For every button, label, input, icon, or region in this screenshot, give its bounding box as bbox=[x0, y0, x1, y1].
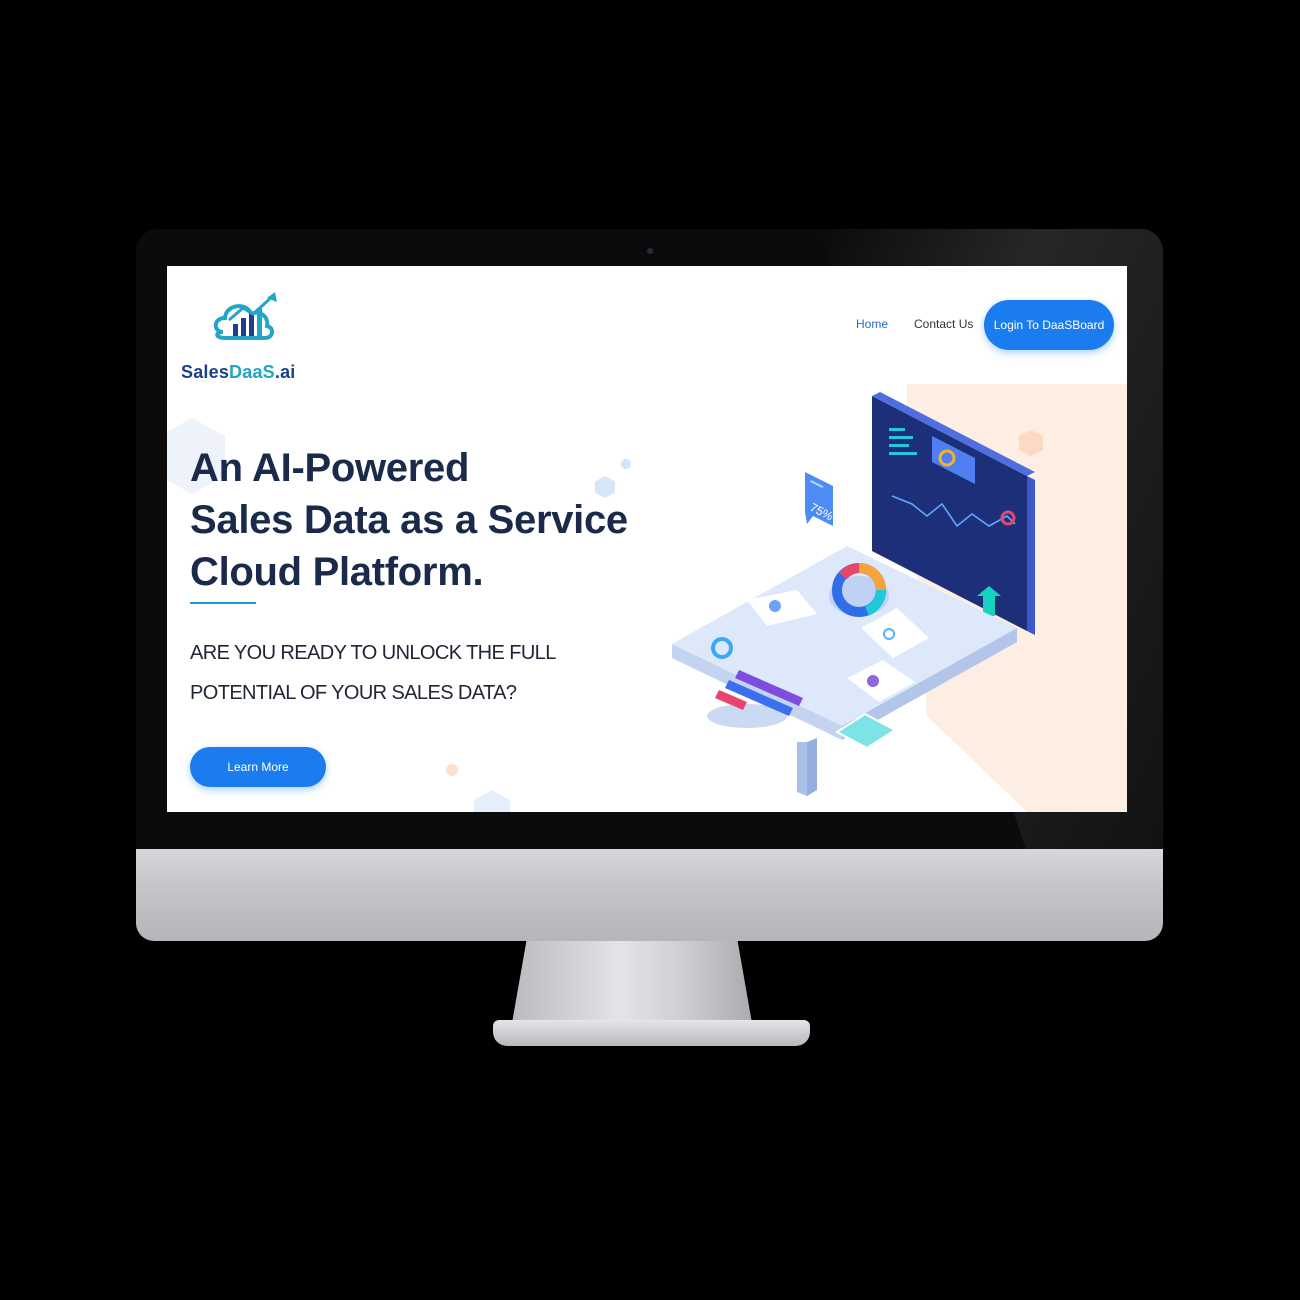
monitor-chin bbox=[136, 849, 1163, 941]
paper-card-2 bbox=[861, 608, 929, 658]
hex-decoration-left bbox=[167, 418, 225, 494]
website-screen: SalesDaaS.ai Home Contact Us Login To Da… bbox=[167, 266, 1127, 812]
hero-title-line-1: An AI-Powered bbox=[190, 446, 470, 490]
logo-text-sales: Sales bbox=[181, 362, 230, 382]
hero-subtitle-line-2: POTENTIAL OF YOUR SALES DATA? bbox=[190, 682, 517, 704]
logo-wordmark: SalesDaaS.ai bbox=[181, 362, 296, 383]
hex-decoration-small bbox=[595, 476, 615, 498]
tablet bbox=[835, 712, 897, 750]
hero-illustration: 75% bbox=[672, 384, 1127, 812]
dot-decoration-peach bbox=[446, 764, 458, 776]
mini-donut bbox=[711, 637, 733, 659]
hero-subtitle-line-1: ARE YOU READY TO UNLOCK THE FULL bbox=[190, 642, 556, 664]
login-daasboard-button[interactable]: Login To DaaSBoard bbox=[984, 300, 1114, 350]
logo-text-ai: .ai bbox=[274, 362, 296, 382]
monitor-neck bbox=[512, 941, 752, 1023]
bar-strips bbox=[715, 670, 803, 716]
peach-hexagon bbox=[1019, 430, 1043, 456]
logo-text-daas: DaaS bbox=[229, 362, 275, 382]
dot-decoration bbox=[621, 459, 631, 469]
nav-contact-us[interactable]: Contact Us bbox=[914, 317, 974, 331]
paper-card-1 bbox=[747, 590, 817, 626]
dashboard-panel bbox=[872, 392, 1035, 635]
learn-more-button[interactable]: Learn More bbox=[190, 747, 326, 787]
hero-title: An AI-Powered Sales Data as a Service Cl… bbox=[190, 442, 628, 598]
percentage-badge bbox=[805, 472, 833, 526]
cloud-chart-logo-icon bbox=[213, 292, 277, 340]
monitor-foot bbox=[493, 1020, 810, 1046]
logo[interactable]: SalesDaaS.ai bbox=[181, 290, 301, 382]
hero-title-line-3: Cloud Platform. bbox=[190, 550, 484, 594]
paper-card-3 bbox=[847, 660, 915, 702]
donut-chart bbox=[829, 563, 889, 617]
camera-icon bbox=[647, 248, 653, 254]
hero-title-line-2: Sales Data as a Service bbox=[190, 498, 628, 542]
nav-home[interactable]: Home bbox=[856, 317, 889, 331]
title-underline bbox=[190, 602, 256, 604]
hex-decoration-bottom bbox=[474, 790, 510, 812]
hero-subtitle: ARE YOU READY TO UNLOCK THE FULL POTENTI… bbox=[190, 633, 570, 713]
